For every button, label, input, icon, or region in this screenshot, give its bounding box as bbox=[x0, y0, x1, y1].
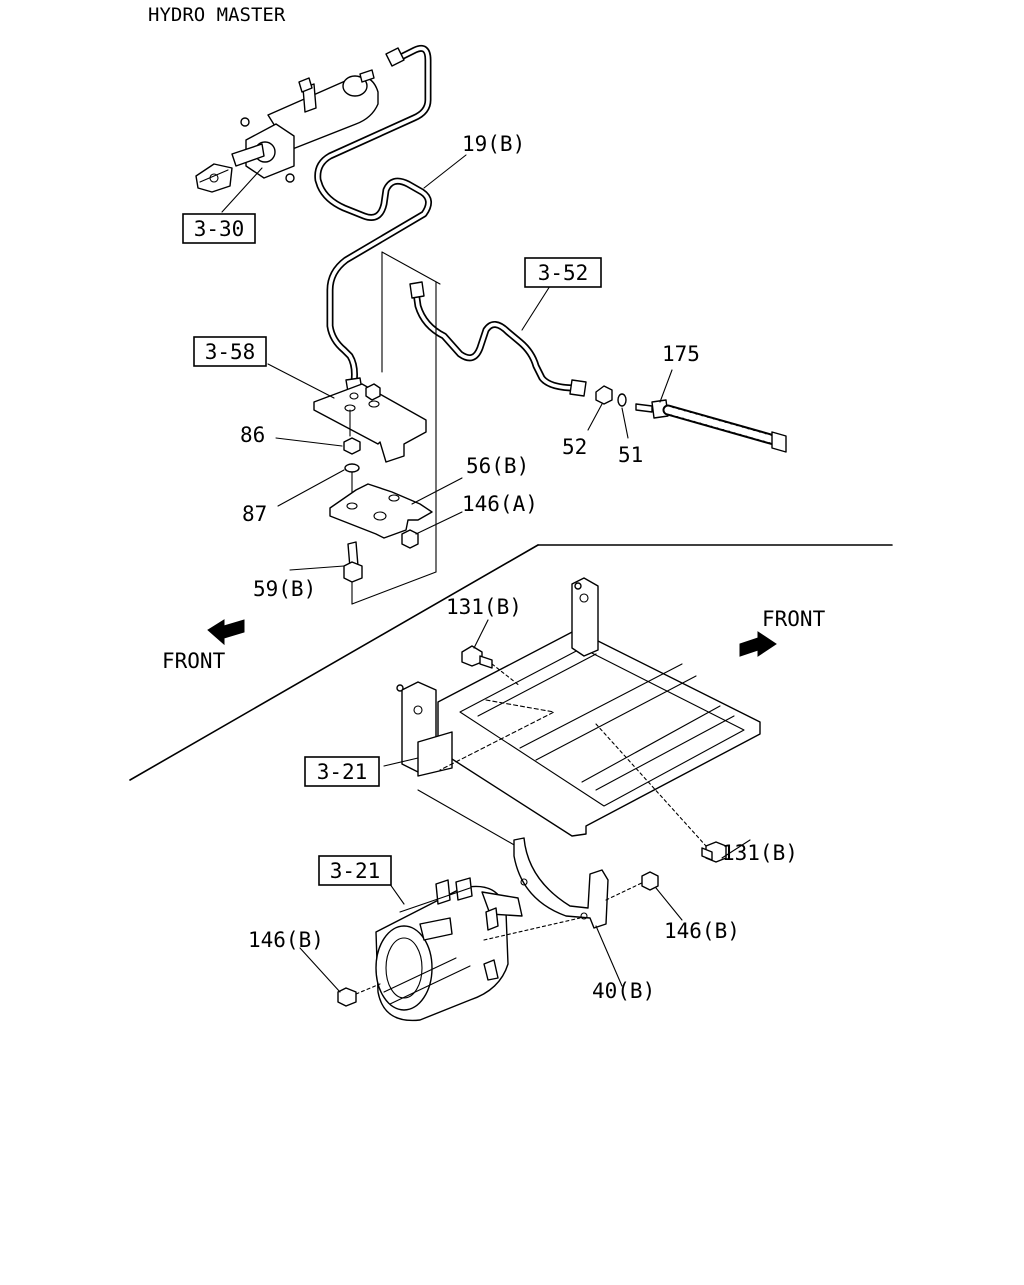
band-40b: 40(B) bbox=[513, 837, 655, 1003]
bolt-131b-bottom: 131(B) bbox=[595, 723, 798, 865]
hose-175: 175 bbox=[635, 342, 787, 453]
diagram-title: HYDRO MASTER bbox=[148, 4, 286, 26]
nut-86: 86 bbox=[240, 423, 361, 455]
label-146b-right: 146(B) bbox=[664, 919, 740, 943]
bolt-131b-top: 131(B) bbox=[446, 595, 522, 687]
label-146a: 146(A) bbox=[462, 492, 538, 516]
label-86: 86 bbox=[240, 423, 265, 447]
front-arrow-right: FRONT bbox=[739, 607, 826, 657]
assembly-outline bbox=[351, 251, 441, 605]
label-131b-top: 131(B) bbox=[446, 595, 522, 619]
label-131b-bottom: 131(B) bbox=[722, 841, 798, 865]
mounting-frame: 3-21 bbox=[304, 577, 761, 847]
ref-3-30-label: 3-30 bbox=[194, 217, 245, 241]
label-146b-left: 146(B) bbox=[248, 928, 324, 952]
nut-146b-left: 146(B) bbox=[248, 928, 381, 1007]
nut-146b-right: 146(B) bbox=[641, 871, 740, 943]
bracket-56b: 56(B) bbox=[329, 454, 529, 539]
nut-52: 52 bbox=[562, 385, 613, 459]
hydro-master-cylinder bbox=[195, 69, 379, 193]
ref-3-21-label-top: 3-21 bbox=[317, 760, 368, 784]
bracket-3-58: 3-58 bbox=[193, 336, 427, 463]
front-label-left: FRONT bbox=[162, 649, 226, 673]
front-label-right: FRONT bbox=[762, 607, 826, 631]
label-56b: 56(B) bbox=[466, 454, 529, 478]
hydraulic-canister: 3-21 bbox=[318, 855, 581, 1022]
label-87: 87 bbox=[242, 502, 267, 526]
ref-box-3-30: 3-30 bbox=[182, 167, 263, 244]
section-divider bbox=[129, 544, 893, 781]
bolt-59b: 59(B) bbox=[253, 541, 363, 601]
ref-3-58-label: 3-58 bbox=[205, 340, 256, 364]
label-40b: 40(B) bbox=[592, 979, 655, 1003]
pipe-3-52: 3-52 bbox=[409, 257, 602, 397]
label-175: 175 bbox=[662, 342, 700, 366]
label-59b: 59(B) bbox=[253, 577, 316, 601]
nut-146a: 146(A) bbox=[401, 492, 538, 549]
ref-3-52-label: 3-52 bbox=[538, 261, 589, 285]
label-52: 52 bbox=[562, 435, 587, 459]
washer-51: 51 bbox=[617, 393, 643, 467]
label-19b: 19(B) bbox=[462, 132, 525, 156]
label-51: 51 bbox=[618, 443, 643, 467]
front-arrow-left: FRONT bbox=[162, 619, 245, 673]
ref-3-21-label-bottom: 3-21 bbox=[330, 859, 381, 883]
washer-87: 87 bbox=[242, 463, 360, 526]
